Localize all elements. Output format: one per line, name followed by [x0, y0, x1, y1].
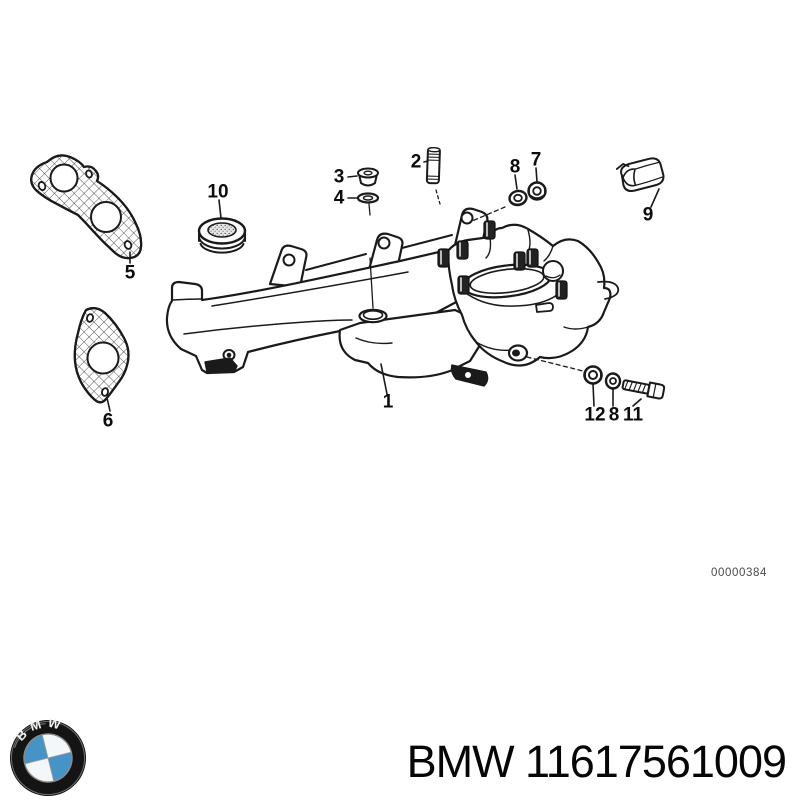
callout-8-top: 8 [509, 156, 521, 178]
callout-6: 6 [102, 410, 114, 432]
exhaust-gasket-upper-drawing [30, 154, 143, 264]
manifold-studs [437, 220, 568, 300]
washer-bottom-drawing [604, 372, 622, 390]
callout-1: 1 [382, 391, 394, 413]
callout-leader-lines [347, 160, 660, 407]
stud-leader-dashed [435, 189, 441, 205]
nut-washer-leader-dashed [471, 206, 506, 222]
callout-9: 9 [642, 204, 654, 226]
bolt-set-leader-dashed [526, 356, 584, 372]
intake-manifold-body-drawing [165, 220, 620, 387]
drawing-number: 00000384 [711, 567, 767, 579]
callout-2: 2 [410, 151, 422, 173]
washer-top-drawing [508, 189, 528, 207]
sealing-washer-drawing [356, 192, 380, 216]
callout-4: 4 [333, 187, 345, 209]
callout-7: 7 [530, 149, 542, 171]
bmw-roundel-quadrants [23, 733, 73, 783]
callout-5: 5 [124, 262, 136, 284]
bmw-logo: BMW [6, 716, 92, 800]
nut-bottom-drawing [583, 365, 603, 385]
nut-top-drawing [527, 181, 547, 201]
bolt-drawing [621, 379, 666, 400]
plug-drawing [357, 167, 379, 187]
clamp-sleeve-drawing [615, 157, 665, 192]
callout-8-bottom: 8 [608, 404, 620, 426]
callout-11: 11 [622, 404, 644, 426]
intake-gasket-lower-drawing [73, 306, 130, 412]
stud-drawing [425, 146, 441, 185]
callout-12: 12 [584, 404, 606, 426]
part-number-title: BMW 11617561009 [406, 736, 787, 787]
grommet-drawing [197, 199, 247, 254]
callout-10: 10 [207, 181, 229, 203]
callout-3: 3 [333, 166, 345, 188]
